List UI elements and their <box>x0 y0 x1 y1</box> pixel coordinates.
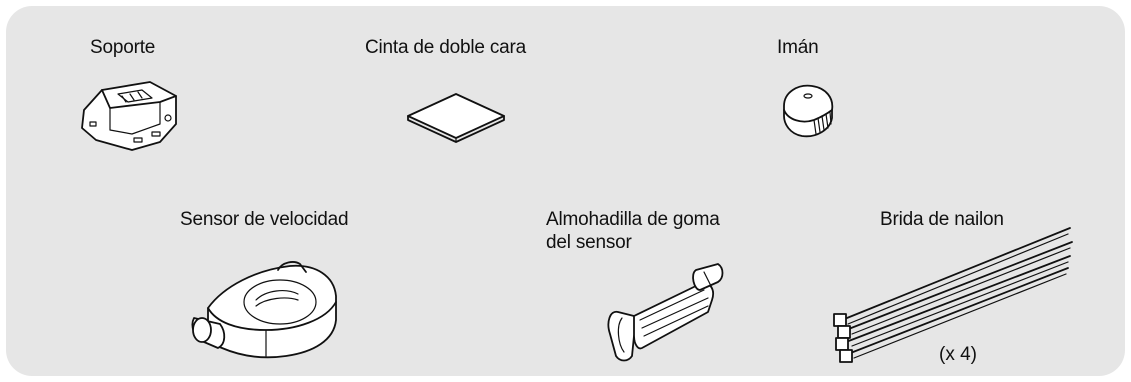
part-label-soporte: Soporte <box>90 37 156 58</box>
parts-list-panel: Soporte Cinta de doble cara Imán Sensor … <box>6 6 1125 376</box>
part-label-almohadilla-line2: del sensor <box>546 232 632 253</box>
part-label-sensor: Sensor de velocidad <box>180 209 349 230</box>
part-label-iman: Imán <box>777 37 819 58</box>
rubber-pad-icon <box>607 263 724 362</box>
quantity-label-brida: (x 4) <box>939 344 977 365</box>
magnet-icon <box>783 84 834 138</box>
part-label-brida: Brida de nailon <box>880 209 1004 230</box>
double-sided-tape-icon <box>407 93 505 143</box>
bracket-icon <box>81 81 177 151</box>
speed-sensor-icon <box>191 261 337 359</box>
part-label-almohadilla-line1: Almohadilla de goma <box>546 209 720 230</box>
part-label-cinta: Cinta de doble cara <box>365 37 526 58</box>
nylon-tie-icon <box>833 227 1073 363</box>
part-label-almohadilla: Almohadilla de goma del sensor <box>546 208 720 254</box>
